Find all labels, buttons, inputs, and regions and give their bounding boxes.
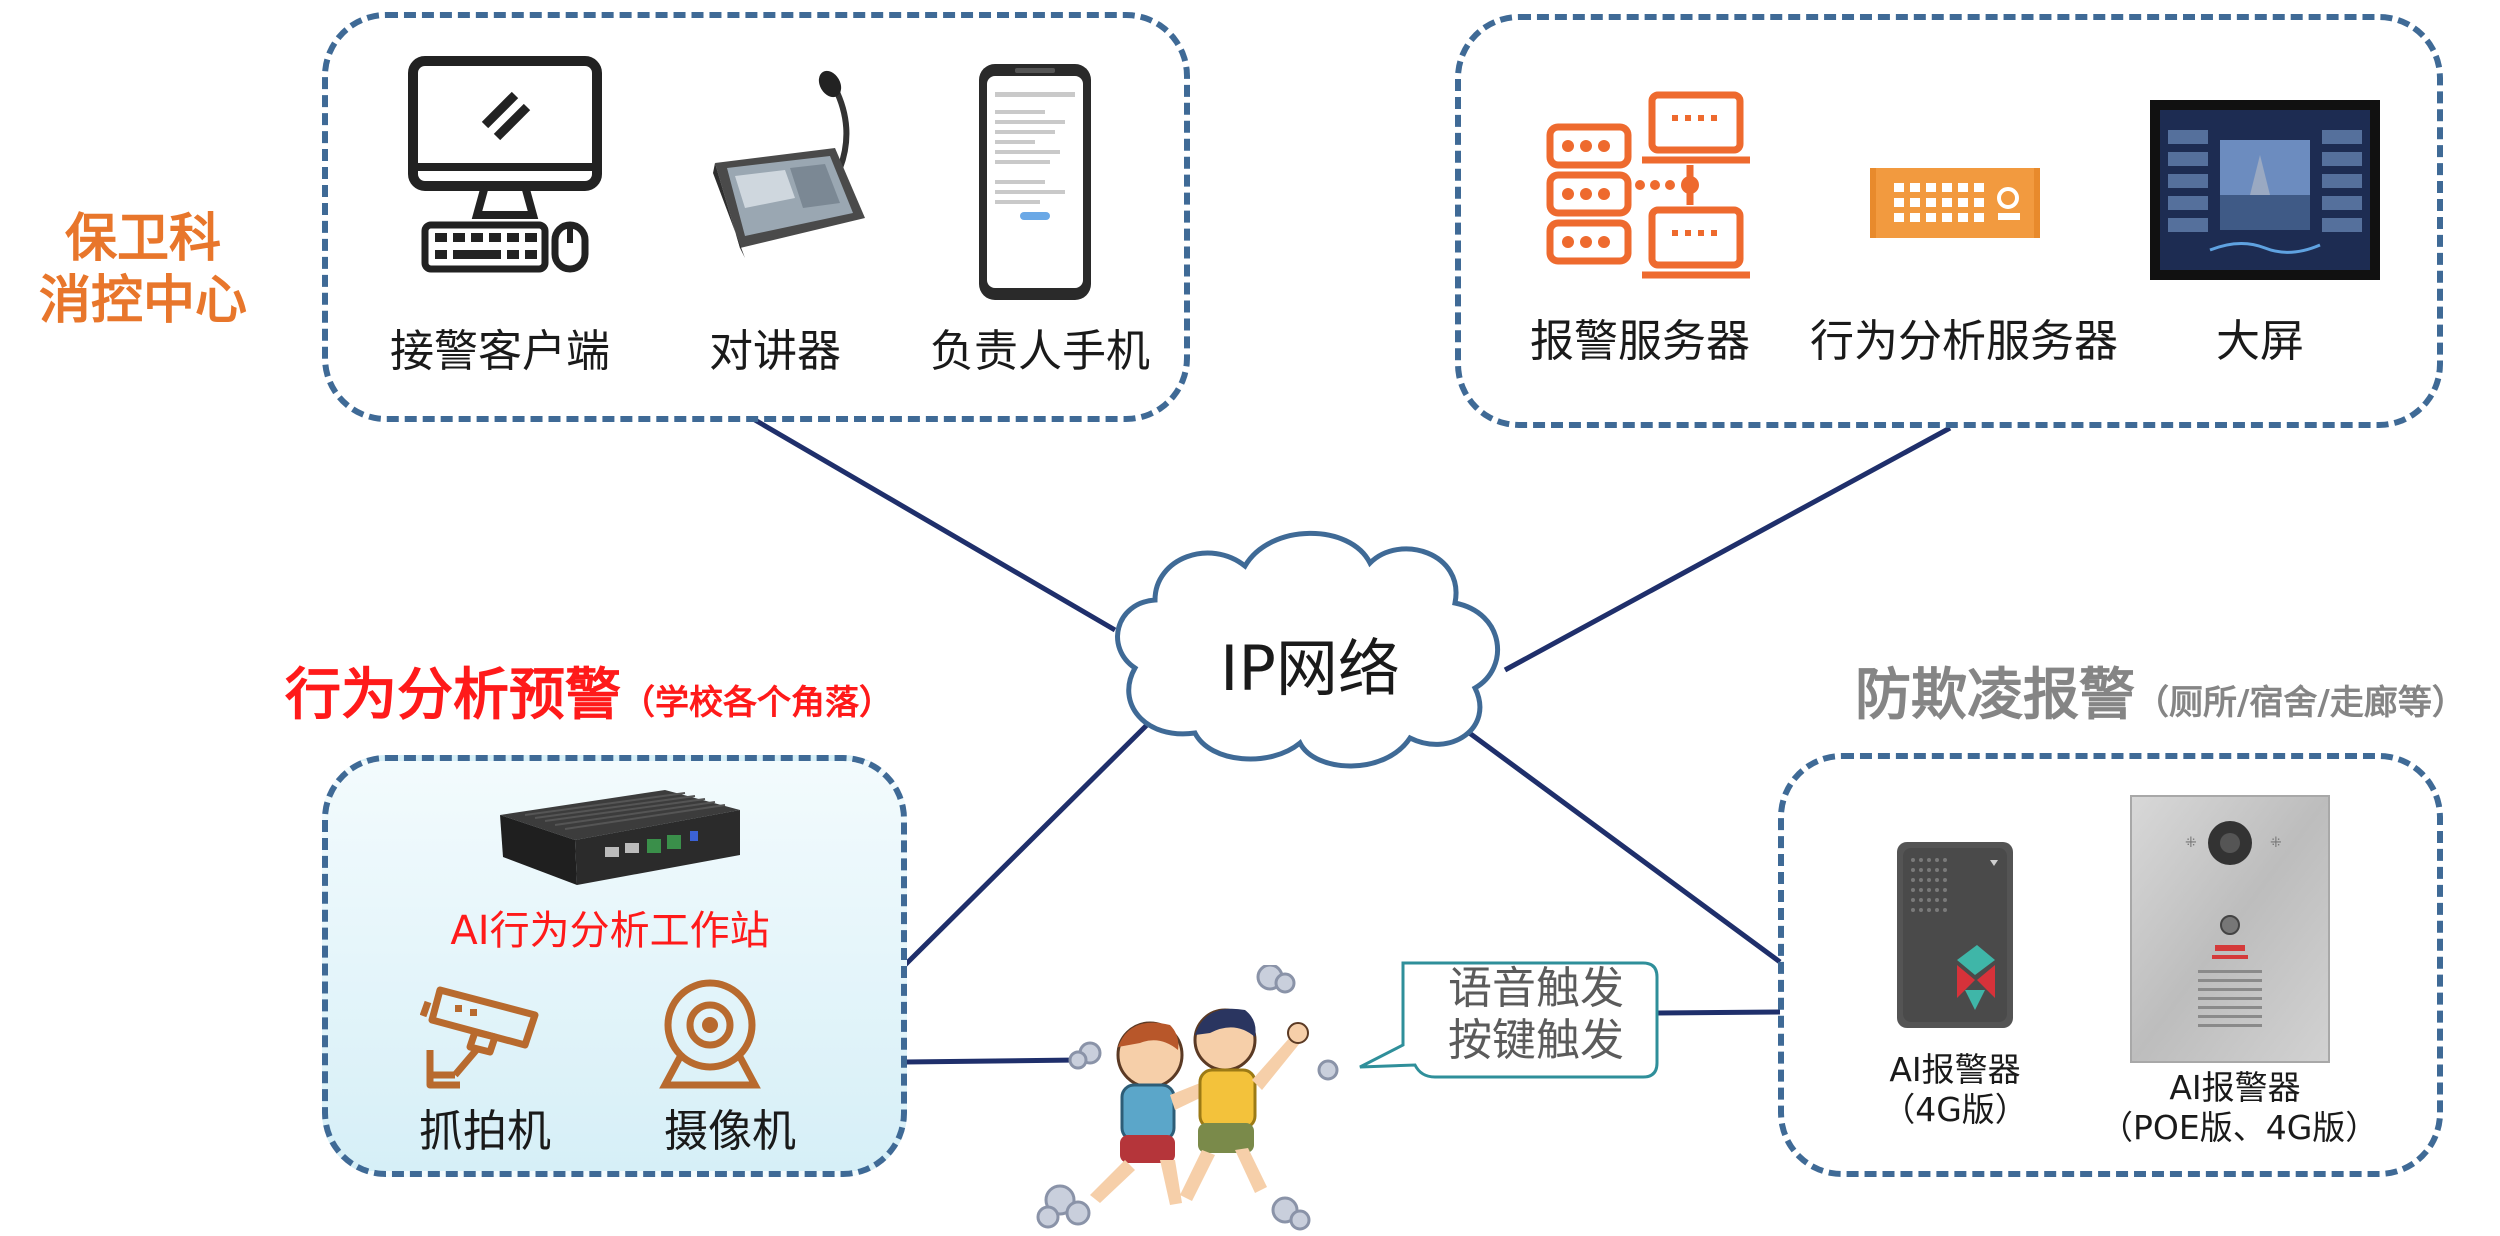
antibully-title: 防欺凌报警 [1855, 663, 2135, 728]
link-top-left [753, 417, 1117, 633]
alarm-server-icon [1546, 91, 1750, 279]
ai-alarm-4g-variant: （4G版） [1882, 1090, 2028, 1129]
antibully-subtitle: （厕所/宿舍/走廊等） [2135, 683, 2466, 723]
mobile-phone-icon [979, 64, 1091, 300]
ai-alarm-4g-icon [1897, 842, 2013, 1028]
item-alarm-server: 报警服务器 [1530, 316, 1750, 367]
behavior-subtitle: （学校各个角落） [621, 683, 893, 723]
ip-network-cloud-icon [1115, 530, 1500, 769]
network-label: IP网络 [1220, 632, 1400, 705]
antibully-heading: 防欺凌报警（厕所/宿舍/走廊等） [1855, 650, 2466, 731]
ai-workstation-icon [500, 790, 740, 885]
big-screen-icon [2150, 100, 2380, 280]
item-snapshot-camera: 抓拍机 [419, 1106, 551, 1157]
security-center-line-1: 保卫科 [64, 209, 221, 269]
behavior-title: 行为分析预警 [285, 663, 621, 728]
top-right-group [1455, 14, 2443, 428]
trigger-voice: 语音触发 [1448, 963, 1624, 1014]
link-bottom-right [1443, 712, 1782, 965]
link-kids-left [904, 1057, 1079, 1065]
ai-alarm-poe-variant: （POE版、4G版） [2100, 1108, 2379, 1147]
svg-text:⁜: ⁜ [2185, 835, 2197, 851]
fighting-children-illustration [1036, 965, 1339, 1231]
svg-text:⁜: ⁜ [2270, 835, 2282, 851]
desktop-computer-icon [408, 56, 602, 273]
ai-workstation-label: AI行为分析工作站 [450, 908, 770, 954]
trigger-speech-bubble [1359, 961, 1659, 1079]
snapshot-camera-icon [420, 986, 539, 1089]
ai-alarm-poe-icon: ⁜ ⁜ [2130, 795, 2330, 1063]
ai-alarm-4g-label: AI报警器 （4G版） [1860, 1050, 2050, 1130]
link-top-right [1503, 425, 1952, 673]
item-alarm-client: 接警客户端 [390, 326, 610, 377]
item-manager-phone: 负责人手机 [930, 326, 1150, 377]
antibully-group [1778, 753, 2443, 1177]
analysis-server-icon [1870, 168, 2040, 238]
ai-alarm-4g-name: AI报警器 [1889, 1050, 2021, 1089]
trigger-text: 语音触发 按键触发 [1448, 963, 1624, 1067]
item-webcam: 摄像机 [664, 1106, 796, 1157]
behavior-heading: 行为分析预警（学校各个角落） [285, 650, 893, 731]
trigger-button: 按键触发 [1448, 1015, 1624, 1066]
ai-alarm-poe-name: AI报警器 [2169, 1068, 2301, 1107]
item-big-screen: 大屏 [2216, 316, 2304, 367]
top-left-group [322, 12, 1190, 422]
security-center-line-2: 消控中心 [38, 271, 247, 331]
intercom-icon [713, 70, 865, 258]
item-analysis-server: 行为分析服务器 [1810, 316, 2118, 367]
item-intercom: 对讲器 [709, 326, 841, 377]
link-bottom-left [903, 710, 1162, 967]
link-bubble-right [1657, 1009, 1781, 1016]
webcam-icon [659, 979, 761, 1089]
ai-alarm-poe-label: AI报警器 （POE版、4G版） [2100, 1068, 2379, 1148]
security-center-label: 保卫科 消控中心 [28, 208, 258, 332]
